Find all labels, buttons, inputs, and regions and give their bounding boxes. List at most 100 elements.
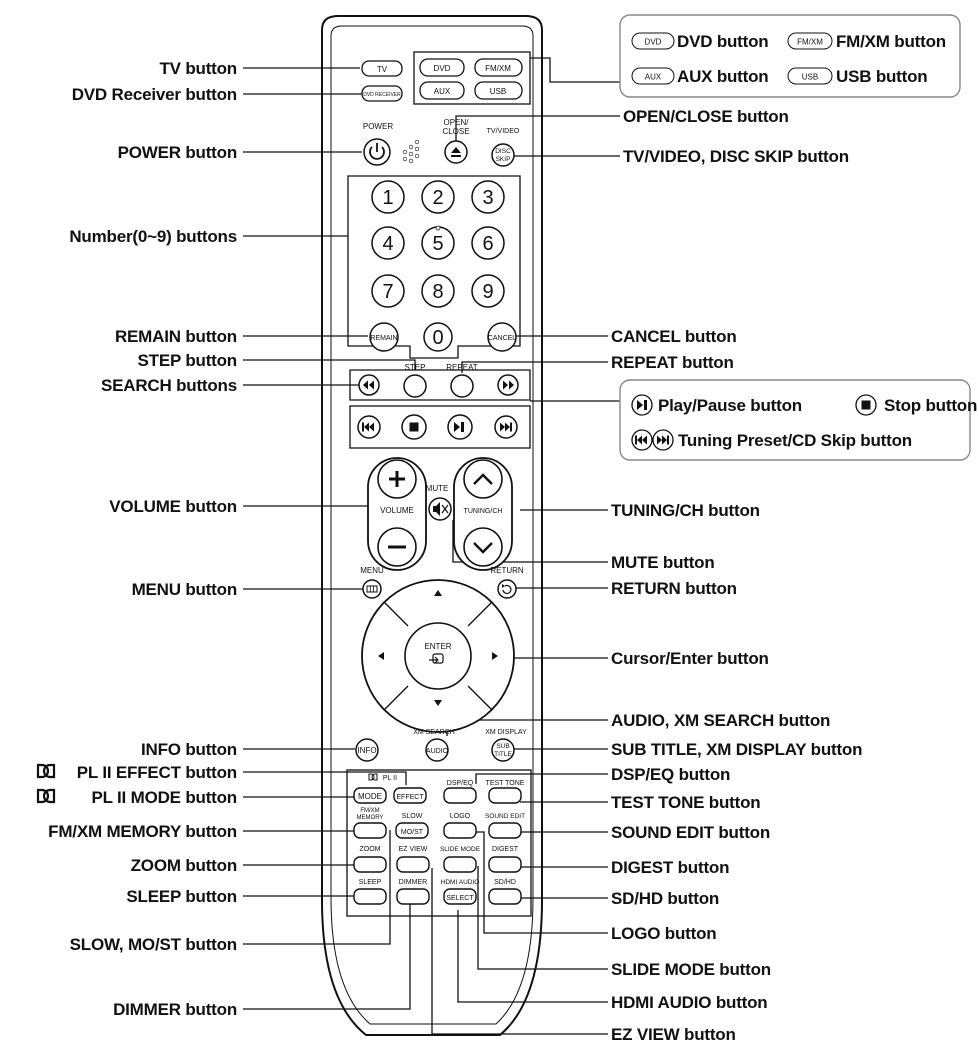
slow-label: SLOW, MO/ST button (70, 935, 237, 954)
digit-label: 2 (432, 187, 443, 209)
hdmi-audio-select-button[interactable]: SELECT (443, 888, 477, 905)
slide-mode-caption: SLIDE MODE (440, 846, 481, 853)
aux-button[interactable]: AUX (419, 81, 465, 100)
mode-buttons-callout: DVD DVD button FM/XM FM/XM button AUX AU… (619, 14, 961, 98)
dvd-receiver-button[interactable]: DVD RECEIVER (361, 85, 403, 102)
usb-button[interactable]: USB (474, 81, 523, 100)
remain-button[interactable]: REMAIN (369, 322, 399, 352)
mode-button[interactable]: MODE (353, 787, 387, 804)
digit-6-button[interactable]: 6 (471, 226, 505, 260)
dvd-button-label: DVD button (677, 32, 768, 51)
search-back-button[interactable] (358, 374, 380, 396)
digit-1-button[interactable]: 1 (371, 180, 405, 214)
skip-forward-icon (652, 429, 674, 451)
dsp-eq-button[interactable] (443, 787, 477, 804)
fmxm-memory-caption: FM/XM (360, 808, 379, 814)
step-label: STEP button (138, 351, 237, 370)
digit-label: 4 (382, 233, 393, 255)
info-label: INFO button (141, 740, 237, 759)
tuning-label: TUNING/CH button (611, 501, 760, 520)
slide-mode-button[interactable] (443, 856, 477, 873)
enter-button[interactable]: ENTER (404, 622, 472, 690)
digit-0-button[interactable]: 0 (423, 322, 453, 352)
dolby-icon (36, 763, 56, 779)
return-caption: RETURN (490, 566, 524, 575)
fmxm-button[interactable]: FM/XM (474, 58, 523, 77)
fmxm-memory-button[interactable] (353, 822, 387, 839)
leader-lines-left (243, 67, 416, 1010)
digit-7-button[interactable]: 7 (371, 274, 405, 308)
skip-back-button[interactable] (357, 415, 381, 439)
disc-skip-button[interactable]: DISC SKIP (491, 143, 515, 167)
digit-3-button[interactable]: 3 (471, 180, 505, 214)
tv-button[interactable]: TV (361, 60, 403, 77)
tuning-ch-rocker[interactable]: TUNING/CH (453, 457, 513, 571)
dvd-button[interactable]: DVD (419, 58, 465, 77)
digit-9-button[interactable]: 9 (471, 274, 505, 308)
open-close-button[interactable] (444, 140, 468, 164)
zoom-caption: ZOOM (360, 846, 381, 853)
audio-button[interactable]: AUDIO (425, 738, 449, 762)
indicator-dots (402, 139, 420, 164)
cursor-up-icon[interactable] (434, 590, 442, 596)
plmode-label: PL II MODE button (92, 788, 238, 807)
sleep-button[interactable] (353, 888, 387, 905)
skip-label: Tuning Preset/CD Skip button (678, 431, 912, 450)
return-button[interactable] (497, 579, 517, 599)
step-button[interactable] (403, 374, 427, 398)
digit-2-button[interactable]: 2 (421, 180, 455, 214)
ez-view-button[interactable] (396, 856, 430, 873)
dimmer-label: DIMMER button (113, 1000, 237, 1019)
sound-edit-button[interactable] (488, 822, 522, 839)
volume-rocker[interactable]: VOLUME (367, 457, 427, 571)
cursor-left-icon[interactable] (378, 652, 384, 660)
sd-hd-button[interactable] (488, 888, 522, 905)
return-label: RETURN button (611, 579, 737, 598)
mute-button[interactable] (428, 497, 452, 521)
fmxm-button-label: FM/XM button (836, 32, 946, 51)
digest-button[interactable] (488, 856, 522, 873)
subtitle-button[interactable]: SUB TITLE (491, 738, 515, 762)
mode-group-frame (413, 51, 531, 105)
cancel-button[interactable]: CANCEL (487, 322, 517, 352)
dolby-icon (36, 788, 56, 804)
number-label: Number(0~9) buttons (69, 227, 237, 246)
digit-5-button[interactable]: 5 (421, 226, 455, 260)
fmxmmem-label: FM/XM MEMORY button (48, 822, 237, 841)
digit-8-button[interactable]: 8 (421, 274, 455, 308)
logo-button[interactable] (443, 822, 477, 839)
mute-caption: MUTE (426, 484, 449, 493)
slidemode-label: SLIDE MODE button (611, 960, 771, 979)
sleep-label: SLEEP button (126, 887, 237, 906)
repeat-label: REPEAT button (611, 353, 734, 372)
menu-label: MENU button (132, 580, 237, 599)
stop-button[interactable] (401, 414, 427, 440)
digit-label: 8 (432, 281, 443, 303)
search-forward-button[interactable] (497, 374, 519, 396)
mo-st-button[interactable]: MO/ST (395, 822, 429, 839)
play-pause-button[interactable] (447, 414, 473, 440)
zoom-button[interactable] (353, 856, 387, 873)
repeat-button[interactable] (450, 374, 474, 398)
info-button[interactable]: INFO (355, 738, 379, 762)
cursor-down-icon[interactable] (434, 700, 442, 706)
xm-display-caption: XM DISPLAY (485, 729, 527, 736)
svg-text:MO/ST: MO/ST (401, 829, 424, 836)
usb-button-label: USB button (836, 67, 927, 86)
dimmer-button[interactable] (396, 888, 430, 905)
svg-text:DVD: DVD (645, 38, 662, 47)
test-tone-button[interactable] (488, 787, 522, 804)
transport-buttons-callout: Play/Pause button Stop button Tuning Pre… (619, 379, 977, 461)
digit-4-button[interactable]: 4 (371, 226, 405, 260)
cursor-right-icon[interactable] (492, 652, 498, 660)
ezview-label: EZ VIEW button (611, 1025, 736, 1044)
skip-back-icon (631, 429, 653, 451)
dolby-mini-icon (368, 773, 378, 781)
slow-caption: SLOW (402, 813, 423, 820)
skip-forward-button[interactable] (494, 415, 518, 439)
menu-button[interactable] (362, 579, 382, 599)
effect-button[interactable]: EFFECT (393, 787, 427, 804)
power-button[interactable] (363, 138, 391, 166)
